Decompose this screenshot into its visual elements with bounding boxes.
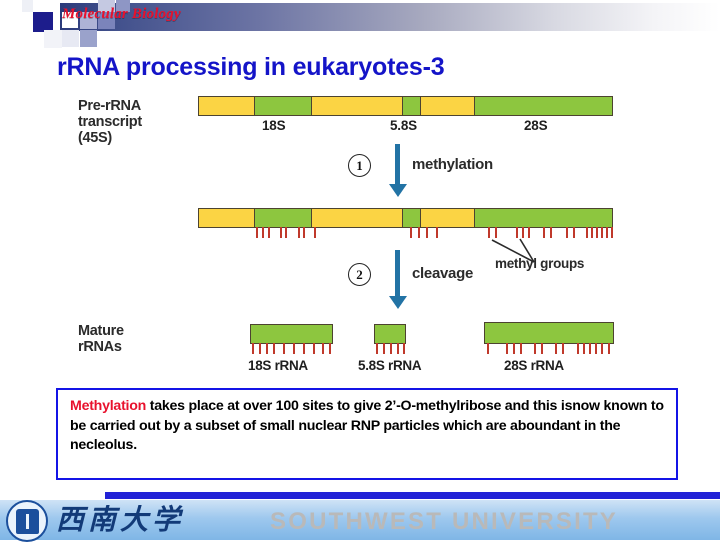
label-28s: 28S bbox=[524, 118, 548, 133]
footer-divider bbox=[105, 492, 720, 499]
step-1-badge: 1 bbox=[348, 154, 371, 177]
step-1-label: methylation bbox=[412, 156, 493, 173]
methylated-transcript-bar bbox=[198, 208, 613, 228]
logo-emblem-shape bbox=[15, 508, 39, 534]
mature-label-18s: 18S rRNA bbox=[248, 358, 308, 373]
segment-spacer bbox=[311, 209, 403, 227]
step-2-badge: 2 bbox=[348, 263, 371, 286]
mature-5-8s-bar bbox=[374, 324, 406, 344]
course-title: Molecular Biology bbox=[62, 6, 181, 22]
decor-square-dark bbox=[33, 12, 53, 32]
pre-rrna-transcript-bar bbox=[198, 96, 613, 116]
decor-square bbox=[80, 12, 97, 29]
methyl-group-ticks bbox=[198, 227, 614, 238]
decor-square bbox=[22, 0, 33, 12]
segment-28s bbox=[474, 97, 612, 115]
mature-18s-bar bbox=[250, 324, 333, 344]
segment-spacer bbox=[199, 209, 254, 227]
decor-square bbox=[116, 0, 130, 12]
label-18s: 18S bbox=[262, 118, 286, 133]
university-logo-icon bbox=[6, 500, 48, 542]
segment-5-8s bbox=[402, 97, 420, 115]
segment-5-8s bbox=[402, 209, 420, 227]
mature-label-5-8s: 5.8S rRNA bbox=[358, 358, 422, 373]
segment-5-8s bbox=[375, 325, 405, 343]
step2-arrow-shaft bbox=[395, 250, 400, 298]
mature-28s-ticks bbox=[484, 343, 614, 354]
decor-square bbox=[44, 30, 62, 48]
mature-5-8s-ticks bbox=[374, 343, 406, 354]
step-2-label: cleavage bbox=[412, 265, 473, 282]
decor-square bbox=[62, 30, 79, 47]
methyl-groups-label: methyl groups bbox=[495, 256, 585, 271]
university-name-cn: 西南大学 bbox=[56, 505, 185, 536]
segment-28s bbox=[474, 209, 612, 227]
decor-square bbox=[80, 30, 97, 47]
mature-18s-ticks bbox=[250, 343, 333, 354]
callout-body: takes place at over 100 sites to give 2’… bbox=[70, 398, 664, 453]
mature-28s-bar bbox=[484, 322, 614, 344]
explanation-textbox: Methylation takes place at over 100 site… bbox=[56, 388, 678, 480]
decor-square bbox=[62, 12, 78, 28]
step1-arrow-shaft bbox=[395, 144, 400, 186]
step1-arrow-head bbox=[388, 184, 407, 197]
segment-18s bbox=[253, 97, 312, 115]
callout-highlight: Methylation bbox=[70, 398, 147, 414]
segment-28s bbox=[485, 323, 613, 343]
segment-spacer bbox=[311, 97, 403, 115]
segment-18s bbox=[251, 325, 332, 343]
mature-label-28s: 28S rRNA bbox=[504, 358, 564, 373]
step2-arrow-head bbox=[388, 296, 407, 309]
segment-spacer bbox=[199, 97, 254, 115]
page-title: rRNA processing in eukaryotes-3 bbox=[57, 53, 445, 81]
footer-bar bbox=[0, 500, 720, 540]
decor-square bbox=[98, 12, 115, 29]
segment-18s bbox=[253, 209, 312, 227]
university-name-en: SOUTHWEST UNIVERSITY bbox=[270, 508, 619, 535]
methyl-groups-pointer bbox=[491, 238, 535, 263]
label-5-8s: 5.8S bbox=[390, 118, 417, 133]
segment-spacer bbox=[419, 209, 475, 227]
header-banner bbox=[60, 3, 720, 31]
segment-spacer bbox=[419, 97, 475, 115]
